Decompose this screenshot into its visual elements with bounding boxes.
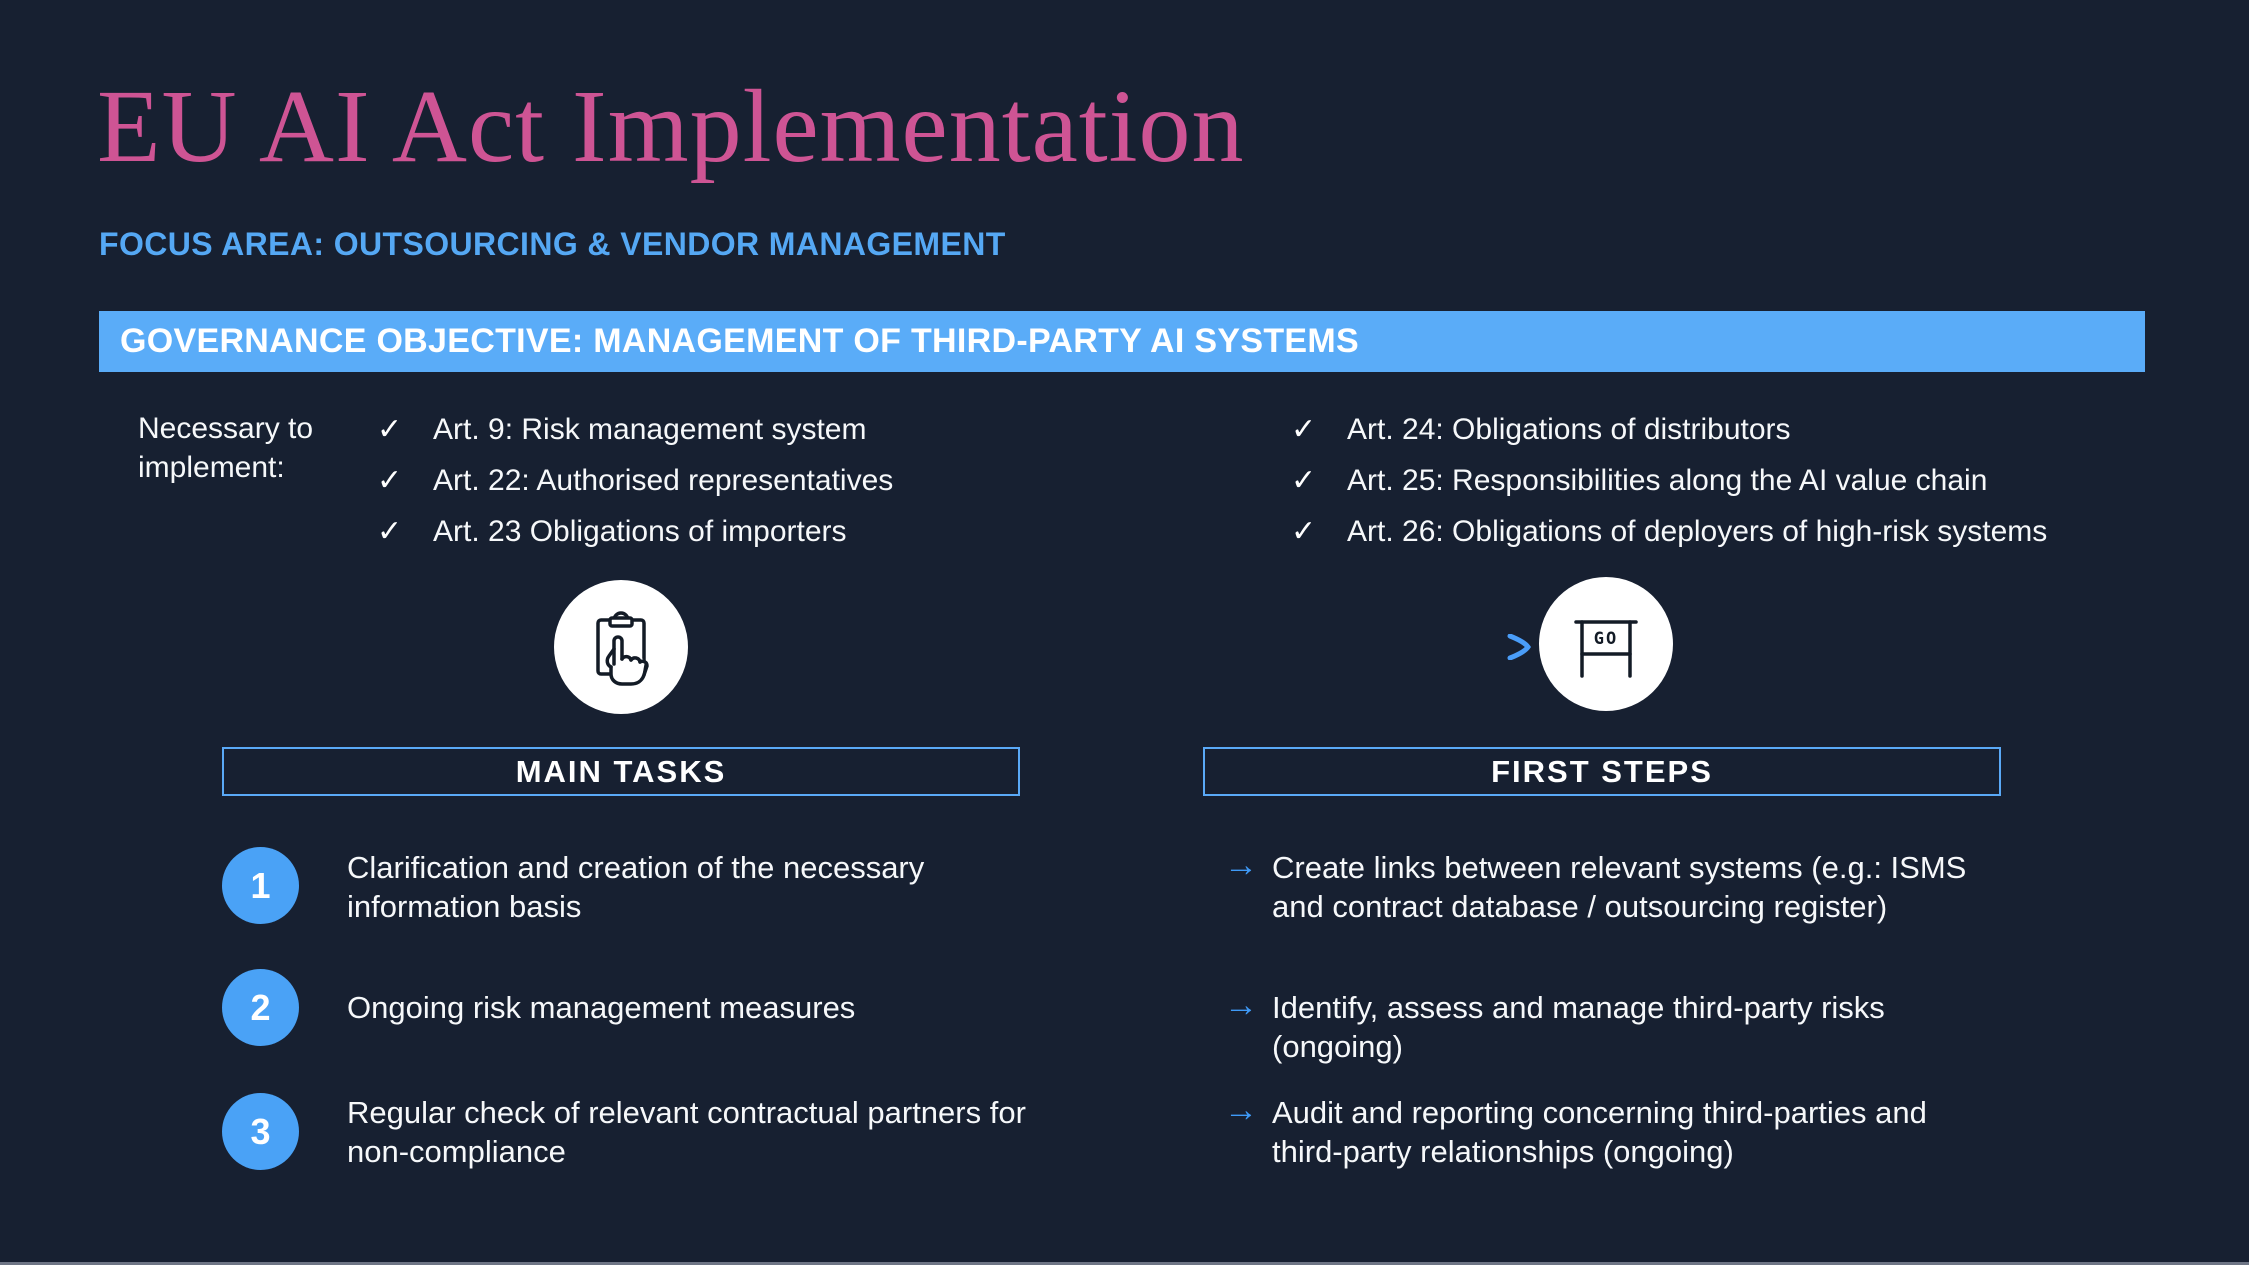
transition-dashed-arrow xyxy=(704,634,1532,660)
necessary-to-implement-label: Necessary to implement: xyxy=(138,412,314,484)
governance-objective-banner: GOVERNANCE OBJECTIVE: MANAGEMENT OF THIR… xyxy=(99,311,2145,372)
check-icon: ✓ xyxy=(1291,464,1317,497)
step-text: Audit and reporting concerning third-par… xyxy=(1272,1095,1927,1169)
go-sign-icon: GO xyxy=(1539,577,1673,711)
main-tasks-header: MAIN TASKS xyxy=(222,747,1020,796)
task-number-badge: 3 xyxy=(222,1093,299,1170)
task-text: Clarification and creation of the necess… xyxy=(347,850,925,924)
first-steps-header: FIRST STEPS xyxy=(1203,747,2001,796)
first-steps-header-label: FIRST STEPS xyxy=(1491,753,1713,789)
check-icon: ✓ xyxy=(377,413,403,446)
page-title: EU AI Act Implementation xyxy=(97,69,1245,184)
checklist-item: ✓ Art. 25: Responsibilities along the AI … xyxy=(1291,455,2047,506)
checklist-item: ✓ Art. 9: Risk management system xyxy=(377,404,893,455)
article-text: Art. 9: Risk management system xyxy=(433,413,867,446)
task-number-badge: 2 xyxy=(222,969,299,1046)
check-icon: ✓ xyxy=(1291,515,1317,548)
bottom-edge-strip xyxy=(0,1262,2249,1265)
check-icon: ✓ xyxy=(1291,413,1317,446)
go-sign-label: GO xyxy=(1594,629,1618,649)
checklist-item: ✓ Art. 22: Authorised representatives xyxy=(377,455,893,506)
checklist-item: ✓ Art. 26: Obligations of deployers of hi… xyxy=(1291,506,2047,557)
task-number-badge: 1 xyxy=(222,847,299,924)
articles-list-right: ✓ Art. 24: Obligations of distributors ✓ A… xyxy=(1291,404,2047,557)
banner-label: GOVERNANCE OBJECTIVE: MANAGEMENT OF THIR… xyxy=(120,322,1359,360)
focus-area-subtitle: FOCUS AREA: OUTSOURCING & VENDOR MANAGEM… xyxy=(99,226,1006,262)
article-text: Art. 26: Obligations of deployers of hig… xyxy=(1347,515,2048,548)
task-text: Ongoing risk management measures xyxy=(347,990,856,1025)
clipboard-hand-icon xyxy=(554,580,688,714)
article-text: Art. 23 Obligations of importers xyxy=(433,515,847,548)
check-icon: ✓ xyxy=(377,464,403,497)
main-tasks-header-label: MAIN TASKS xyxy=(515,753,727,789)
checklist-item: ✓ Art. 23 Obligations of importers xyxy=(377,506,893,557)
article-text: Art. 24: Obligations of distributors xyxy=(1347,413,1791,446)
article-text: Art. 25: Responsibilities along the AI v… xyxy=(1347,464,1988,497)
arrow-right-icon: → xyxy=(1224,1091,1258,1129)
arrow-right-icon: → xyxy=(1224,846,1258,884)
check-icon: ✓ xyxy=(377,515,403,548)
arrow-right-icon: → xyxy=(1224,986,1258,1024)
article-text: Art. 22: Authorised representatives xyxy=(433,464,894,497)
checklist-item: ✓ Art. 24: Obligations of distributors xyxy=(1291,404,2047,455)
articles-list-left: ✓ Art. 9: Risk management system ✓ Art. 22… xyxy=(377,404,893,557)
step-text: Create links between relevant systems (e… xyxy=(1272,850,1967,924)
step-text: Identify, assess and manage third-party … xyxy=(1272,990,1885,1064)
task-text: Regular check of relevant contractual pa… xyxy=(347,1095,1026,1169)
